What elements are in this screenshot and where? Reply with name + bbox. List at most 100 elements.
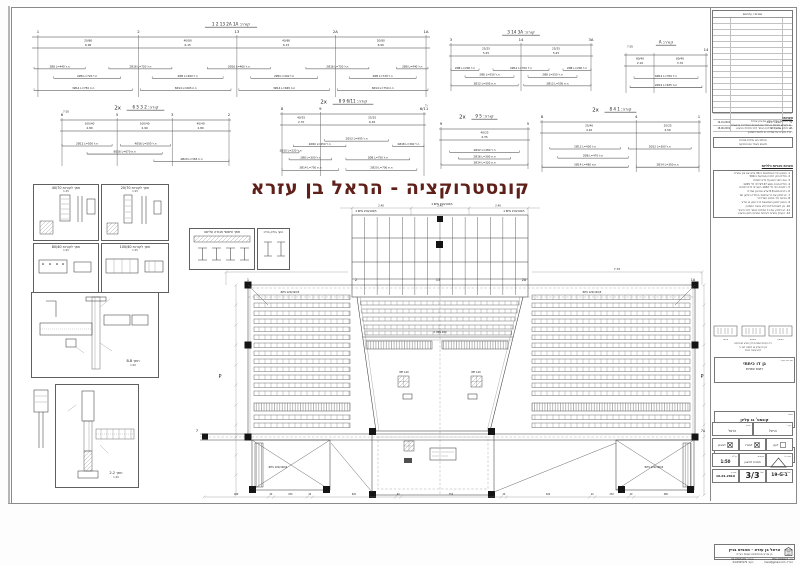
detail-scale: 1:25 [63,190,69,194]
svg-text:2Ø12 L=280 ח.ל: 2Ø12 L=280 ח.ל [474,147,496,152]
scale-cell: קנ"מ: 1:50 [712,453,739,467]
svg-text:1: 1 [37,29,40,34]
tech-notes-title: הערות טכניות כלליות [761,164,793,168]
svg-text:2Ø12 L=500 ח.ל: 2Ø12 L=500 ח.ל [76,140,98,145]
svg-text:2Ø18 L=300 ח.ל: 2Ø18 L=300 ח.ל [397,141,419,146]
svg-text:3Ø12 L=595 ח.ת: 3Ø12 L=595 ח.ת [473,80,495,85]
detail-scale: 1:25 [63,249,69,253]
svg-text:7.05: 7.05 [627,45,633,49]
svg-text:2Ø8 L=720 ח.ל: 2Ø8 L=720 ח.ל [373,73,394,78]
revision-row-empty [713,54,792,60]
svg-text:2Ø8 L=750 ח.ל: 2Ø8 L=750 ח.ל [368,154,389,159]
svg-text:750: 750 [449,493,454,496]
stamp-box: אישור [713,325,738,341]
svg-text:5.25: 5.25 [483,51,489,55]
svg-text:8: 8 [281,106,284,111]
project-subname: רשות עתניות [745,367,764,371]
detail-box-beam-section-80-40: חתך לקורות 80/40 1:25 [33,243,99,293]
svg-text:2: 2 [228,112,231,117]
revision-row-empty [713,42,792,48]
contact-line: פקס: 04-6363179 [732,561,754,565]
svg-text:40: 40 [397,493,400,496]
tech-notes-box: 1. הבטון בכל האלמנטים ב-30 אלא אם צוין א… [713,169,793,218]
svg-text:80/40: 80/40 [636,57,644,61]
warning-triangle-icon [770,457,787,468]
numbers-row: תאריך: 16.01.2019 מס' גליון: 3/3 מס' תוכ… [712,469,793,483]
svg-text:4Ø16 L=500 ח.ל: 4Ø16 L=500 ח.ל [135,140,157,145]
status-option-cell: למכרז [739,438,766,451]
svg-text:2: 2 [137,29,140,34]
svg-text:20/80: 20/80 [84,39,92,43]
section-label: חתך 2-2 1:20 [109,471,123,479]
svg-text:2 UPN 200: 2 UPN 200 [433,330,447,334]
svg-text:2.40: 2.40 [437,203,443,207]
plan-number-cell: מס' תוכנית: 19-G-1 [766,469,793,483]
svg-text:2A: 2A [522,278,527,282]
svg-text:25/25: 25/25 [368,116,376,120]
svg-text:2A: 2A [333,29,338,34]
svg-text:1: 1 [247,278,249,282]
svg-text:2Ø8 L=300 ח.ל: 2Ø8 L=300 ח.ל [300,154,321,159]
svg-text:40: 40 [591,493,594,496]
date-cell: תאריך: 16.01.2019 [712,469,739,483]
svg-text:40/80: 40/80 [184,39,192,43]
svg-text:2Ø8 L=290 ח.ל: 2Ø8 L=290 ח.ל [567,65,588,70]
project-label: שם הפרויקט: [780,358,793,362]
revision-row-empty [713,96,792,102]
section-label: חתך B-B 1:20 [126,359,140,367]
detail-title: חתך לקורות 100/40 [119,245,151,249]
svg-text:13: 13 [436,278,440,282]
svg-text:8 4 1 :קורה: 8 4 1 :קורה [609,107,631,112]
svg-text:100/40: 100/40 [85,122,95,126]
plan-number-value: 19-G-1 [771,473,788,478]
revision-row-empty [713,78,792,84]
status-option-cell: לעיון [766,438,793,451]
svg-text:A :קורה: A :קורה [659,40,674,45]
connection-detail-sketch [32,293,158,377]
svg-text:25/40: 25/40 [585,124,593,128]
contact-line: דוא"ל: harel@gmail.com [764,561,793,565]
svg-text:2Ø8 L=550 ח.ל: 2Ø8 L=550 ח.ל [479,72,500,77]
svg-text:9 5 :קורה: 9 5 :קורה [475,114,493,119]
note-line: - כל המידות בס"מ אלא אם צוין אחרת [750,120,793,123]
svg-text:6Ø14 L=700 ח.ל: 6Ø14 L=700 ח.ל [655,73,677,78]
titleblock-divider [710,8,711,501]
svg-text:3Ø14 L=750 ח.ת: 3Ø14 L=750 ח.ת [72,85,94,90]
revision-row-empty [713,102,792,108]
svg-text:3: 3 [171,112,174,117]
svg-text:3Ø14 L=750 ח.ת: 3Ø14 L=750 ח.ת [299,165,321,170]
credit-cell: תכנן:הראל [712,422,753,436]
svg-text:3Ø12 L=595 ח.ת: 3Ø12 L=595 ח.ת [546,80,568,85]
svg-text:2Ø20 L=450 ח.ל: 2Ø20 L=450 ח.ל [309,141,331,146]
svg-text:1 2 13 2A 1A :קורה: 1 2 13 2A 1A :קורה [212,22,250,27]
detail-title: חתך לקורות 40/70 [51,186,81,190]
detail-title: חתך לקורות 80/40 [51,245,81,249]
svg-text:2Ø10 L=220 ח.ל: 2Ø10 L=220 ח.ל [280,147,302,152]
svg-text:6: 6 [61,112,64,117]
beam-section-sketch [34,252,98,288]
svg-text:9: 9 [440,121,443,126]
svg-text:2.90: 2.90 [142,126,148,130]
svg-text:2Ø8 L=720 ח.ל: 2Ø8 L=720 ח.ל [77,73,98,78]
svg-text:1A: 1A [691,278,696,282]
svg-text:2Ø14 L=700 ח.ל: 2Ø14 L=700 ח.ל [510,65,532,70]
revision-row-empty [713,72,792,78]
sheet-number-value: 3/3 [745,471,760,480]
note-line: - יש לוודא את כל המידות באתר לפני תחילת … [736,127,793,131]
svg-text:6.90: 6.90 [85,43,91,47]
svg-text:2.40: 2.40 [378,203,384,207]
svg-text:620: 620 [352,493,357,496]
svg-text:6.15: 6.15 [185,43,191,47]
svg-text:8 9 6/11 :קורה: 8 9 6/11 :קורה [339,99,368,104]
